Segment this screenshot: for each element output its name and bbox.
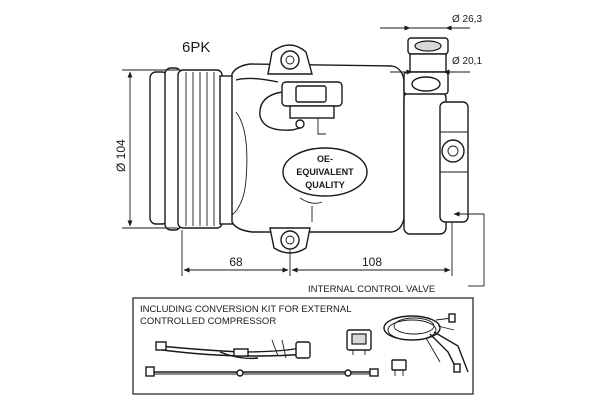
badge-line-1: OE- [317, 154, 333, 164]
oe-equivalent-quality-badge: OE- EQUIVALENT QUALITY [282, 147, 368, 197]
rear-head [403, 91, 469, 235]
kit-text-line-1: INCLUDING CONVERSION KIT FOR EXTERNAL [140, 304, 352, 315]
kit-text-line-2: CONTROLLED COMPRESSOR [140, 316, 276, 327]
conversion-kit-box: INCLUDING CONVERSION KIT FOR EXTERNAL CO… [132, 297, 474, 395]
cable-tie-icon [145, 366, 379, 377]
electrical-connector [235, 77, 343, 135]
control-valve-callout: INTERNAL CONTROL VALVE [308, 211, 485, 295]
inlet-diameter-dimension: Ø 20,1 [390, 56, 482, 75]
control-valve-label: INTERNAL CONTROL VALVE [308, 284, 435, 295]
outlet-diameter-dimension: Ø 26,3 [380, 14, 482, 31]
inlet-diameter-label: Ø 20,1 [452, 56, 482, 67]
body-diameter-dimension: Ø 104 [114, 69, 178, 229]
wiring-harness-icon [155, 339, 311, 360]
pulley-clutch [149, 67, 235, 231]
coiled-wire-bundle-icon [383, 313, 469, 373]
fuse-clip-icon [391, 359, 407, 376]
length-dimensions: 68 108 [181, 222, 453, 276]
belt-type-label: 6PK [182, 39, 210, 56]
length-108-label: 108 [362, 255, 382, 269]
bottom-mounting-ear [269, 227, 311, 254]
refrigerant-port [403, 37, 449, 95]
top-mounting-ear [267, 44, 313, 75]
outlet-diameter-label: Ø 26,3 [452, 14, 482, 25]
connector-block-icon [346, 329, 372, 355]
length-68-label: 68 [229, 255, 243, 269]
badge-line-3: QUALITY [305, 180, 345, 190]
badge-line-2: EQUIVALENT [296, 167, 354, 177]
body-diameter-label: Ø 104 [114, 139, 128, 172]
